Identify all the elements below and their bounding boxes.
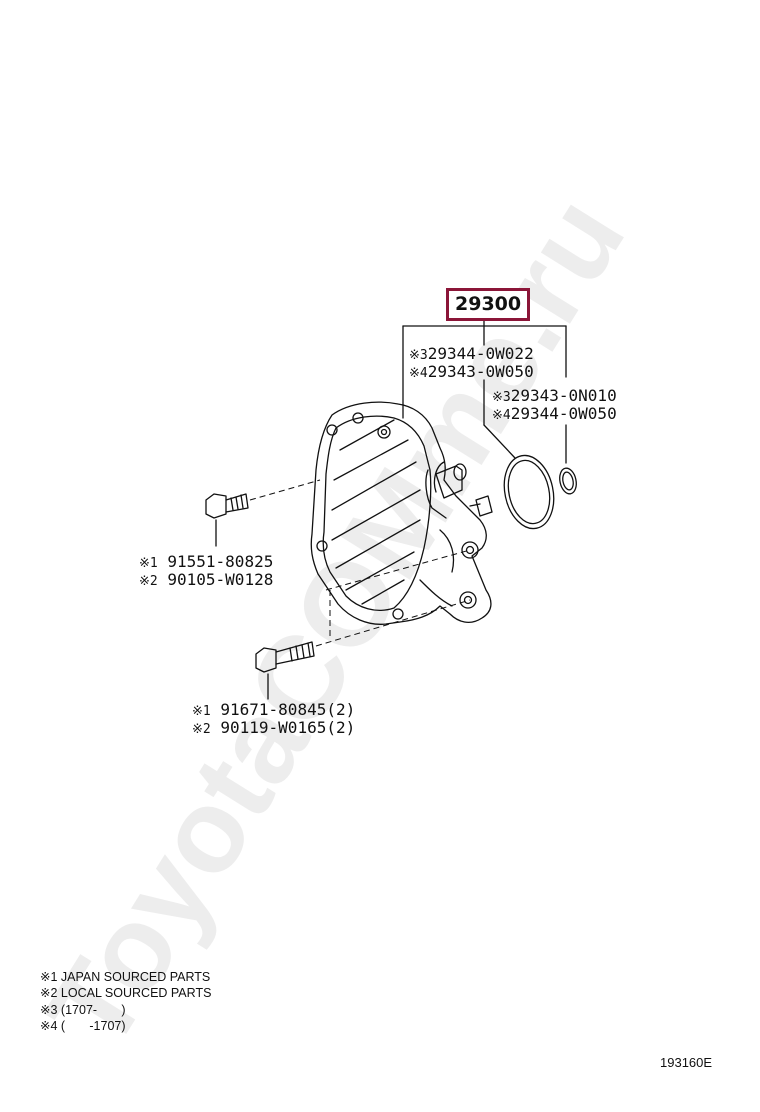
- o-ring-large-label-2: ※429343-0W050: [409, 362, 534, 381]
- vacuum-pump-body: [310, 401, 493, 625]
- legend-item: ※4 ( -1707): [40, 1019, 126, 1034]
- dashed-alignment-lines: [249, 479, 471, 647]
- bolt-lower: [255, 641, 315, 700]
- illustration-number: 193160E: [660, 1055, 713, 1070]
- legend-item: ※2 LOCAL SOURCED PARTS: [40, 986, 212, 1001]
- bolt-upper-label-2: ※2 90105-W0128: [139, 570, 274, 589]
- bolt-upper: [205, 493, 249, 547]
- bolt-lower-label-1: ※1 91671-80845(2): [192, 700, 356, 719]
- legend-item: ※1 JAPAN SOURCED PARTS: [40, 970, 211, 984]
- o-ring-small: [559, 467, 577, 495]
- o-ring-large-label-1: ※329344-0W022: [409, 344, 534, 363]
- bolt-upper-label-1: ※1 91551-80825: [139, 552, 274, 571]
- o-ring-small-label-1: ※329343-0N010: [492, 386, 617, 405]
- o-ring-large: [503, 454, 555, 530]
- bolt-lower-label-2: ※2 90119-W0165(2): [192, 718, 356, 737]
- o-ring-small-label-2: ※429344-0W050: [492, 404, 617, 423]
- legend: ※1 JAPAN SOURCED PARTS ※2 LOCAL SOURCED …: [40, 969, 211, 1035]
- legend-item: ※3 (1707- ): [40, 1002, 126, 1017]
- callout-leader-lines: [402, 315, 567, 464]
- main-part-callout: 29300: [446, 288, 531, 321]
